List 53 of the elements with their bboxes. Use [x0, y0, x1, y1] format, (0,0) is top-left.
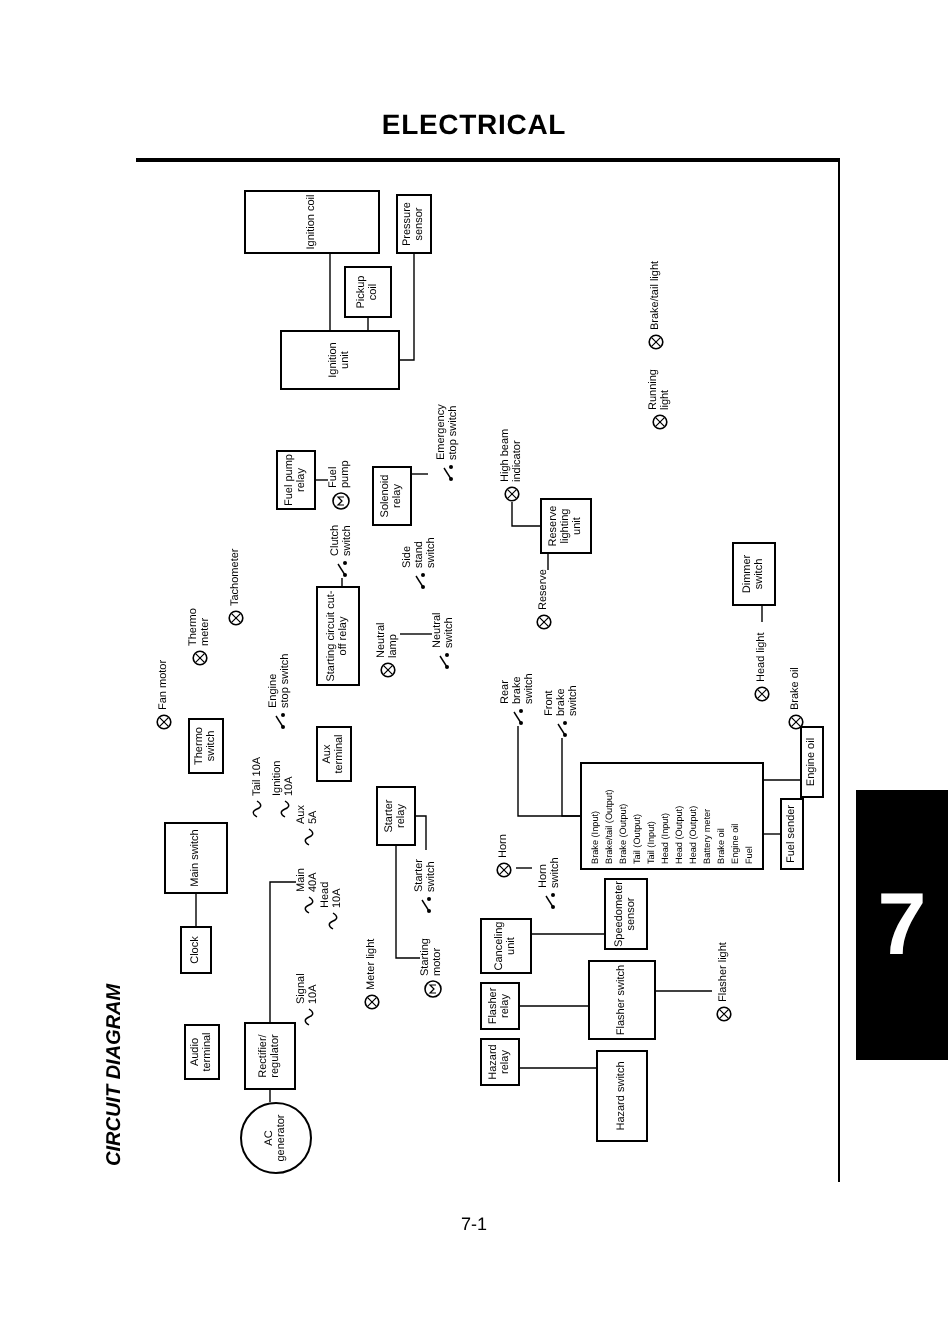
component-box: [732, 542, 776, 606]
wire: [761, 605, 763, 623]
wire: [655, 990, 713, 992]
page-number: 7-1: [458, 1212, 489, 1238]
component-box: [480, 918, 532, 974]
component-box: [244, 1022, 296, 1090]
wire: [517, 725, 581, 817]
wire: [195, 893, 197, 927]
wire: [531, 933, 605, 935]
wire: [415, 815, 427, 851]
component-box: [376, 786, 416, 846]
component-box: [244, 190, 380, 254]
component-box: [596, 1050, 648, 1142]
component-box: [164, 822, 228, 894]
component-box: [604, 878, 648, 950]
component-box: [180, 926, 212, 974]
component-box: [540, 498, 592, 554]
component-box: [372, 466, 412, 526]
component-box: [800, 726, 824, 798]
wire: [519, 1067, 597, 1069]
component-box: [280, 330, 400, 390]
component-box: [316, 586, 360, 686]
component-box: [396, 194, 432, 254]
component-box: [188, 718, 224, 774]
chapter-tab: 7: [856, 790, 948, 1060]
wire: [269, 881, 297, 1023]
wire: [395, 845, 421, 959]
component-box: [588, 960, 656, 1040]
wire: [341, 577, 343, 587]
wire: [547, 553, 549, 571]
wire: [329, 253, 331, 331]
component-box: [780, 798, 804, 870]
wire: [511, 501, 541, 527]
component-box: [184, 1024, 220, 1080]
page-title: ELECTRICAL: [379, 106, 569, 144]
wire: [315, 479, 329, 481]
component-box: [316, 726, 352, 782]
wire: [763, 833, 781, 835]
wire: [269, 1089, 271, 1103]
wire: [519, 1005, 589, 1007]
component-box: [480, 1038, 520, 1086]
generator-symbol: [240, 1102, 312, 1174]
component-box: [276, 450, 316, 510]
wire: [763, 779, 801, 781]
wire: [399, 253, 415, 361]
checker-unit-box: [580, 762, 764, 870]
wire: [411, 473, 429, 475]
component-box: [344, 266, 392, 318]
wire: [515, 867, 533, 869]
component-box: [480, 982, 520, 1030]
diagram-heading: CIRCUIT DIAGRAM: [102, 983, 128, 1166]
wire: [399, 633, 433, 635]
wire: [367, 317, 369, 331]
